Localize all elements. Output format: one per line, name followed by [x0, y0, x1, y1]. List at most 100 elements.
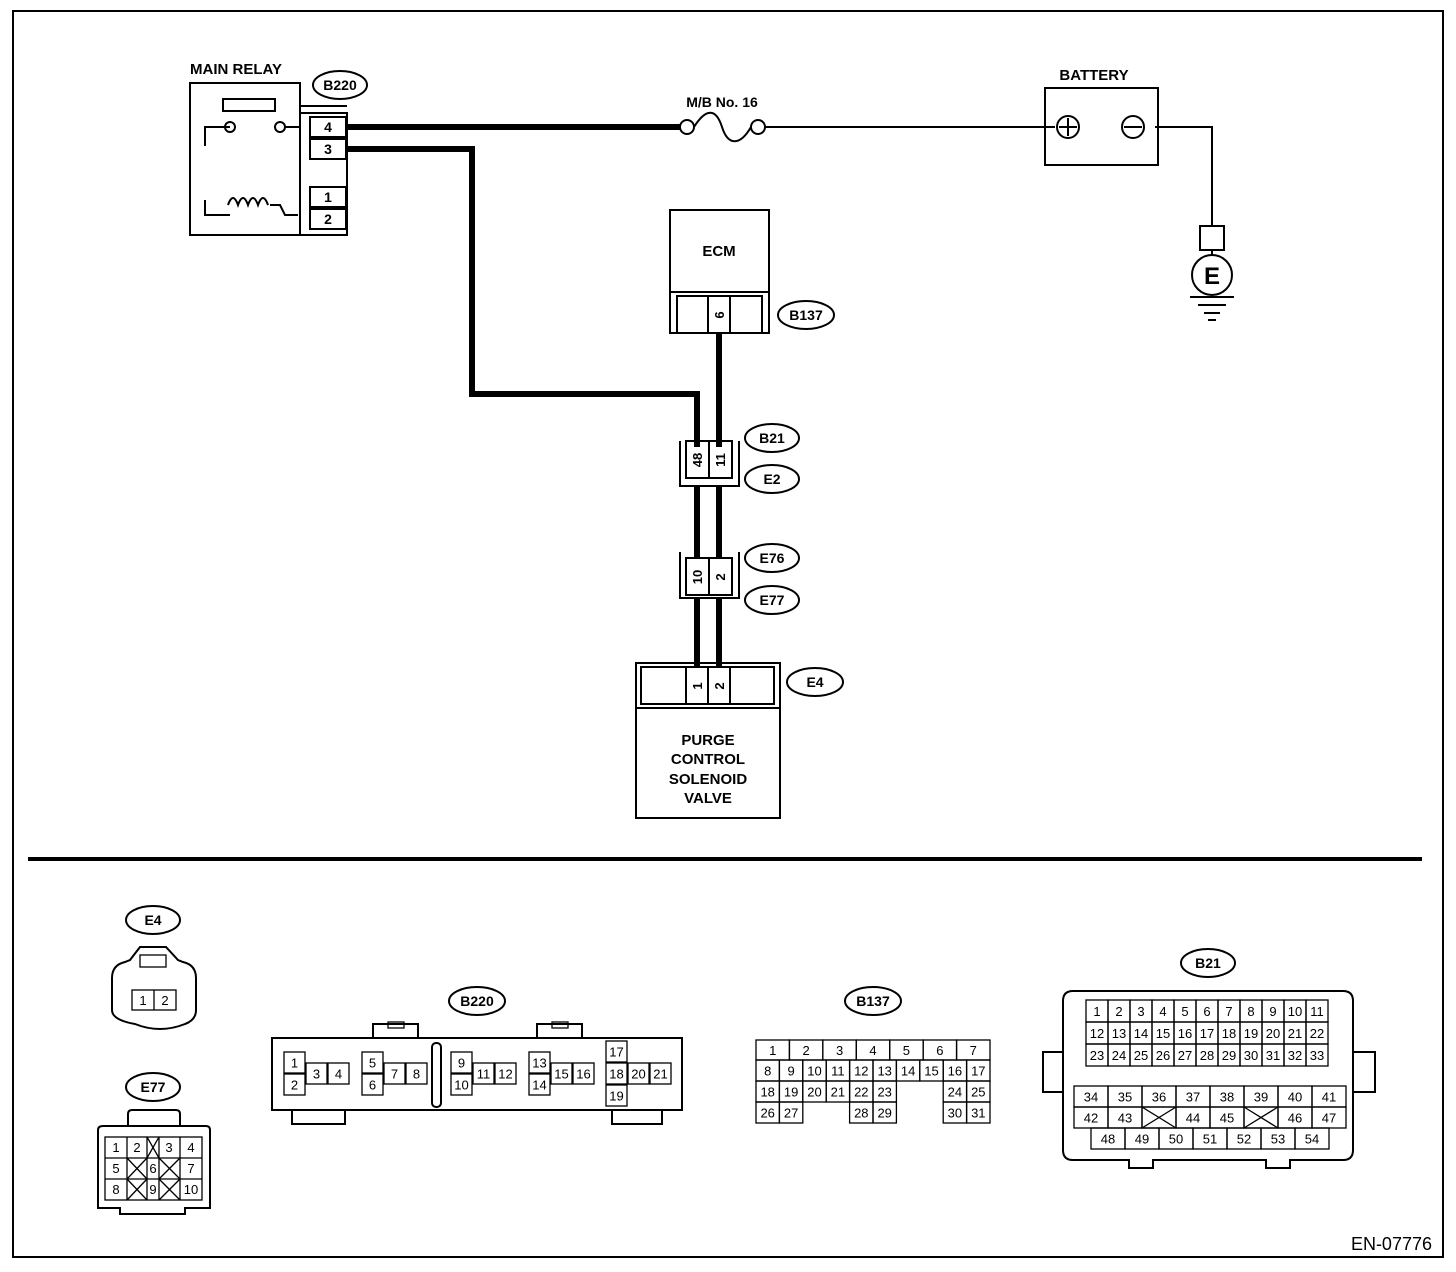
b21-pin-23: 23 — [1090, 1048, 1104, 1063]
b21-pin-36: 36 — [1152, 1090, 1166, 1105]
b137-pin-3: 3 — [836, 1043, 843, 1058]
b220-pin-15-cell — [550, 1062, 573, 1085]
battery-positive-icon — [1056, 115, 1080, 139]
b21-pin-32: 32 — [1288, 1048, 1302, 1063]
b137-pin-18: 18 — [760, 1085, 774, 1100]
fuse-label: M/B No. 16 — [686, 94, 758, 110]
b137-pin-27: 27 — [784, 1106, 798, 1121]
b137-pin-4: 4 — [869, 1043, 876, 1058]
b21-pin-2: 2 — [1115, 1004, 1122, 1019]
b220-connector-badge — [312, 70, 368, 100]
b21-pin-14: 14 — [1134, 1026, 1148, 1041]
e2-connector-label: E2 — [763, 471, 780, 487]
b21-pin-30: 30 — [1244, 1048, 1258, 1063]
b220-pin-2-cell — [283, 1073, 306, 1096]
b220-pin-10-cell — [450, 1073, 473, 1096]
b220-pin-19: 19 — [609, 1089, 623, 1104]
b137-pin-28: 28 — [854, 1106, 868, 1121]
b21-pin-52: 52 — [1237, 1132, 1251, 1147]
b21-pin-7: 7 — [1225, 1004, 1232, 1019]
b137-pin-14: 14 — [901, 1064, 915, 1079]
b220-pin-6: 6 — [369, 1078, 376, 1093]
ground-e: E — [1190, 225, 1234, 321]
b220-pin-6-cell — [361, 1073, 384, 1096]
b220-pin-3-cell — [305, 1062, 328, 1085]
relay-terminal-3: 3 — [324, 141, 332, 157]
b21-pin-15: 15 — [1156, 1026, 1170, 1041]
b21-pin-41: 41 — [1322, 1090, 1336, 1105]
b137-connector-label: B137 — [789, 307, 823, 323]
connector-e76-e77: 10 2 E76 E77 — [679, 543, 800, 615]
pinout-e4: E4 1 2 — [111, 905, 197, 1030]
b220-pin-21-cell — [649, 1062, 672, 1085]
e76-e77-terminal-10: 10 — [690, 570, 705, 584]
b220-pin-8: 8 — [413, 1067, 420, 1082]
b21-blank-slot-blank-mark — [1141, 1106, 1177, 1129]
relay-terminal-4: 4 — [324, 119, 332, 135]
e77-pin-4: 4 — [187, 1140, 194, 1155]
b21-pin-13: 13 — [1112, 1026, 1126, 1041]
pinout-b220-label: B220 — [460, 993, 494, 1009]
b137-pin-29: 29 — [877, 1106, 891, 1121]
document-id: EN-07776 — [1351, 1234, 1432, 1254]
b21-blank-slot-blank-mark — [1243, 1106, 1279, 1129]
b220-pin-11-cell — [472, 1062, 495, 1085]
main-relay: MAIN RELAY 4 3 1 2 B220 — [189, 61, 368, 236]
b220-connector-label: B220 — [323, 77, 357, 93]
b137-pin-30: 30 — [948, 1106, 962, 1121]
e77-pin-5: 5 — [112, 1161, 119, 1176]
b137-pin-19: 19 — [784, 1085, 798, 1100]
b137-pin-17: 17 — [971, 1064, 985, 1079]
b220-pin-5: 5 — [369, 1056, 376, 1071]
b21-pin-40: 40 — [1288, 1090, 1302, 1105]
e77-pin-9: 9 — [149, 1182, 156, 1197]
e77-connector-label: E77 — [760, 592, 785, 608]
b21-pin-39: 39 — [1254, 1090, 1268, 1105]
b220-pin-2: 2 — [291, 1078, 298, 1093]
b220-pin-14-cell — [528, 1073, 551, 1096]
b220-pin-21: 21 — [653, 1067, 667, 1082]
e77-pin-3: 3 — [165, 1140, 172, 1155]
fuse-mb-16: M/B No. 16 — [679, 94, 766, 143]
b21-pin-12: 12 — [1090, 1026, 1104, 1041]
e4-connector-badge — [786, 667, 844, 697]
b220-pin-17: 17 — [609, 1045, 623, 1060]
b220-pin-12: 12 — [498, 1067, 512, 1082]
b220-pin-14: 14 — [532, 1078, 546, 1093]
e77-pin-1: 1 — [112, 1140, 119, 1155]
b220-pin-4: 4 — [335, 1067, 342, 1082]
valve-label-line3: SOLENOID — [669, 771, 748, 788]
b21-pin-48: 48 — [1101, 1132, 1115, 1147]
b21-e2-terminal-11: 11 — [713, 453, 728, 467]
e77-pin-7: 7 — [187, 1161, 194, 1176]
b21-pin-29: 29 — [1222, 1048, 1236, 1063]
b220-pin-20: 20 — [631, 1067, 645, 1082]
b21-pin-4: 4 — [1159, 1004, 1166, 1019]
b21-pin-46: 46 — [1288, 1111, 1302, 1126]
b21-pin-53: 53 — [1271, 1132, 1285, 1147]
b21-pin-42: 42 — [1084, 1111, 1098, 1126]
b21-pin-16: 16 — [1178, 1026, 1192, 1041]
b220-pin-7: 7 — [391, 1067, 398, 1082]
b137-pin-13: 13 — [877, 1064, 891, 1079]
b21-pin-27: 27 — [1178, 1048, 1192, 1063]
e77-pin-6: 6 — [149, 1161, 156, 1176]
b21-pin-33: 33 — [1310, 1048, 1324, 1063]
e77-pin-2: 2 — [133, 1140, 140, 1155]
b220-pin-8-cell — [405, 1062, 428, 1085]
b21-pin-24: 24 — [1112, 1048, 1126, 1063]
b137-pin-20: 20 — [807, 1085, 821, 1100]
b220-pin-3: 3 — [313, 1067, 320, 1082]
b21-pin-21: 21 — [1288, 1026, 1302, 1041]
b21-pin-28: 28 — [1200, 1048, 1214, 1063]
ecm: ECM 6 B137 — [669, 209, 835, 334]
e76-connector-label: E76 — [760, 550, 785, 566]
b137-pin-25: 25 — [971, 1085, 985, 1100]
connector-b21-e2: 48 11 B21 E2 — [679, 423, 800, 494]
valve-label-line4: VALVE — [684, 790, 732, 807]
b137-pin-27-cell — [778, 1101, 804, 1124]
